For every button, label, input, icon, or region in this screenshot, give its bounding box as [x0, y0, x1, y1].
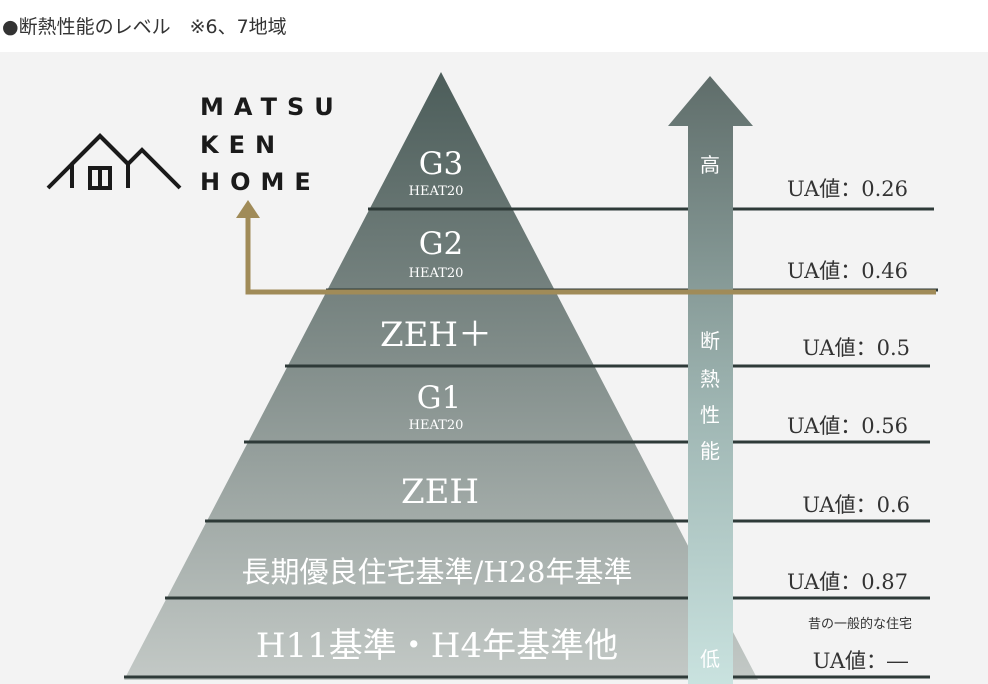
pyramid-shape [124, 72, 758, 680]
highlight-line [245, 210, 936, 295]
axis-label-char-1: 断 [700, 329, 720, 353]
level-zehplus-label: ZEH＋ [380, 315, 492, 355]
level-g2-label: G2 [419, 226, 464, 262]
ua-value-h11: UA値：― [813, 649, 908, 673]
ua-value-zehplus: UA値：0.5 [802, 336, 910, 360]
page-title: ●断熱性能のレベル ※6、7地域 [2, 16, 287, 38]
ua-value-g1: UA値：0.56 [787, 414, 908, 438]
axis-label-char-3: 性 [700, 403, 720, 427]
ua-value-g3: UA値：0.26 [787, 177, 908, 201]
logo-line-2: KEN [200, 131, 285, 159]
diagram-panel: MATSU KEN HOME G3 HEAT20 G2 HEAT20 ZEH＋ … [0, 52, 988, 684]
level-g1-sub: HEAT20 [409, 418, 464, 433]
level-zeh-label: ZEH [401, 472, 479, 512]
axis-label-char-2: 熱 [700, 367, 720, 391]
axis-label-char-4: 能 [700, 439, 720, 463]
ua-value-zeh: UA値：0.6 [802, 493, 910, 517]
level-g1-label: G1 [417, 380, 462, 416]
level-h11-label: H11基準・H4年基準他 [256, 626, 618, 666]
highlight-arrowhead [236, 200, 260, 218]
header-bar: ●断熱性能のレベル ※6、7地域 [0, 0, 988, 52]
level-g2-sub: HEAT20 [409, 266, 464, 281]
axis-low-label: 低 [700, 647, 720, 671]
insulation-pyramid-diagram: MATSU KEN HOME G3 HEAT20 G2 HEAT20 ZEH＋ … [46, 72, 938, 684]
logo-line-3: HOME [200, 168, 321, 196]
house-logo-icon [46, 133, 182, 190]
ua-value-long-term: UA値：0.87 [787, 570, 908, 594]
ua-note-h11: 昔の一般的な住宅 [808, 616, 912, 632]
ua-value-g2: UA値：0.46 [787, 259, 908, 283]
performance-arrow [668, 76, 753, 684]
logo-line-1: MATSU [200, 93, 344, 121]
level-long-term-label: 長期優良住宅基準/H28年基準 [242, 555, 633, 589]
axis-high-label: 高 [700, 153, 720, 177]
level-g3-label: G3 [419, 146, 464, 182]
level-g3-sub: HEAT20 [409, 184, 464, 199]
